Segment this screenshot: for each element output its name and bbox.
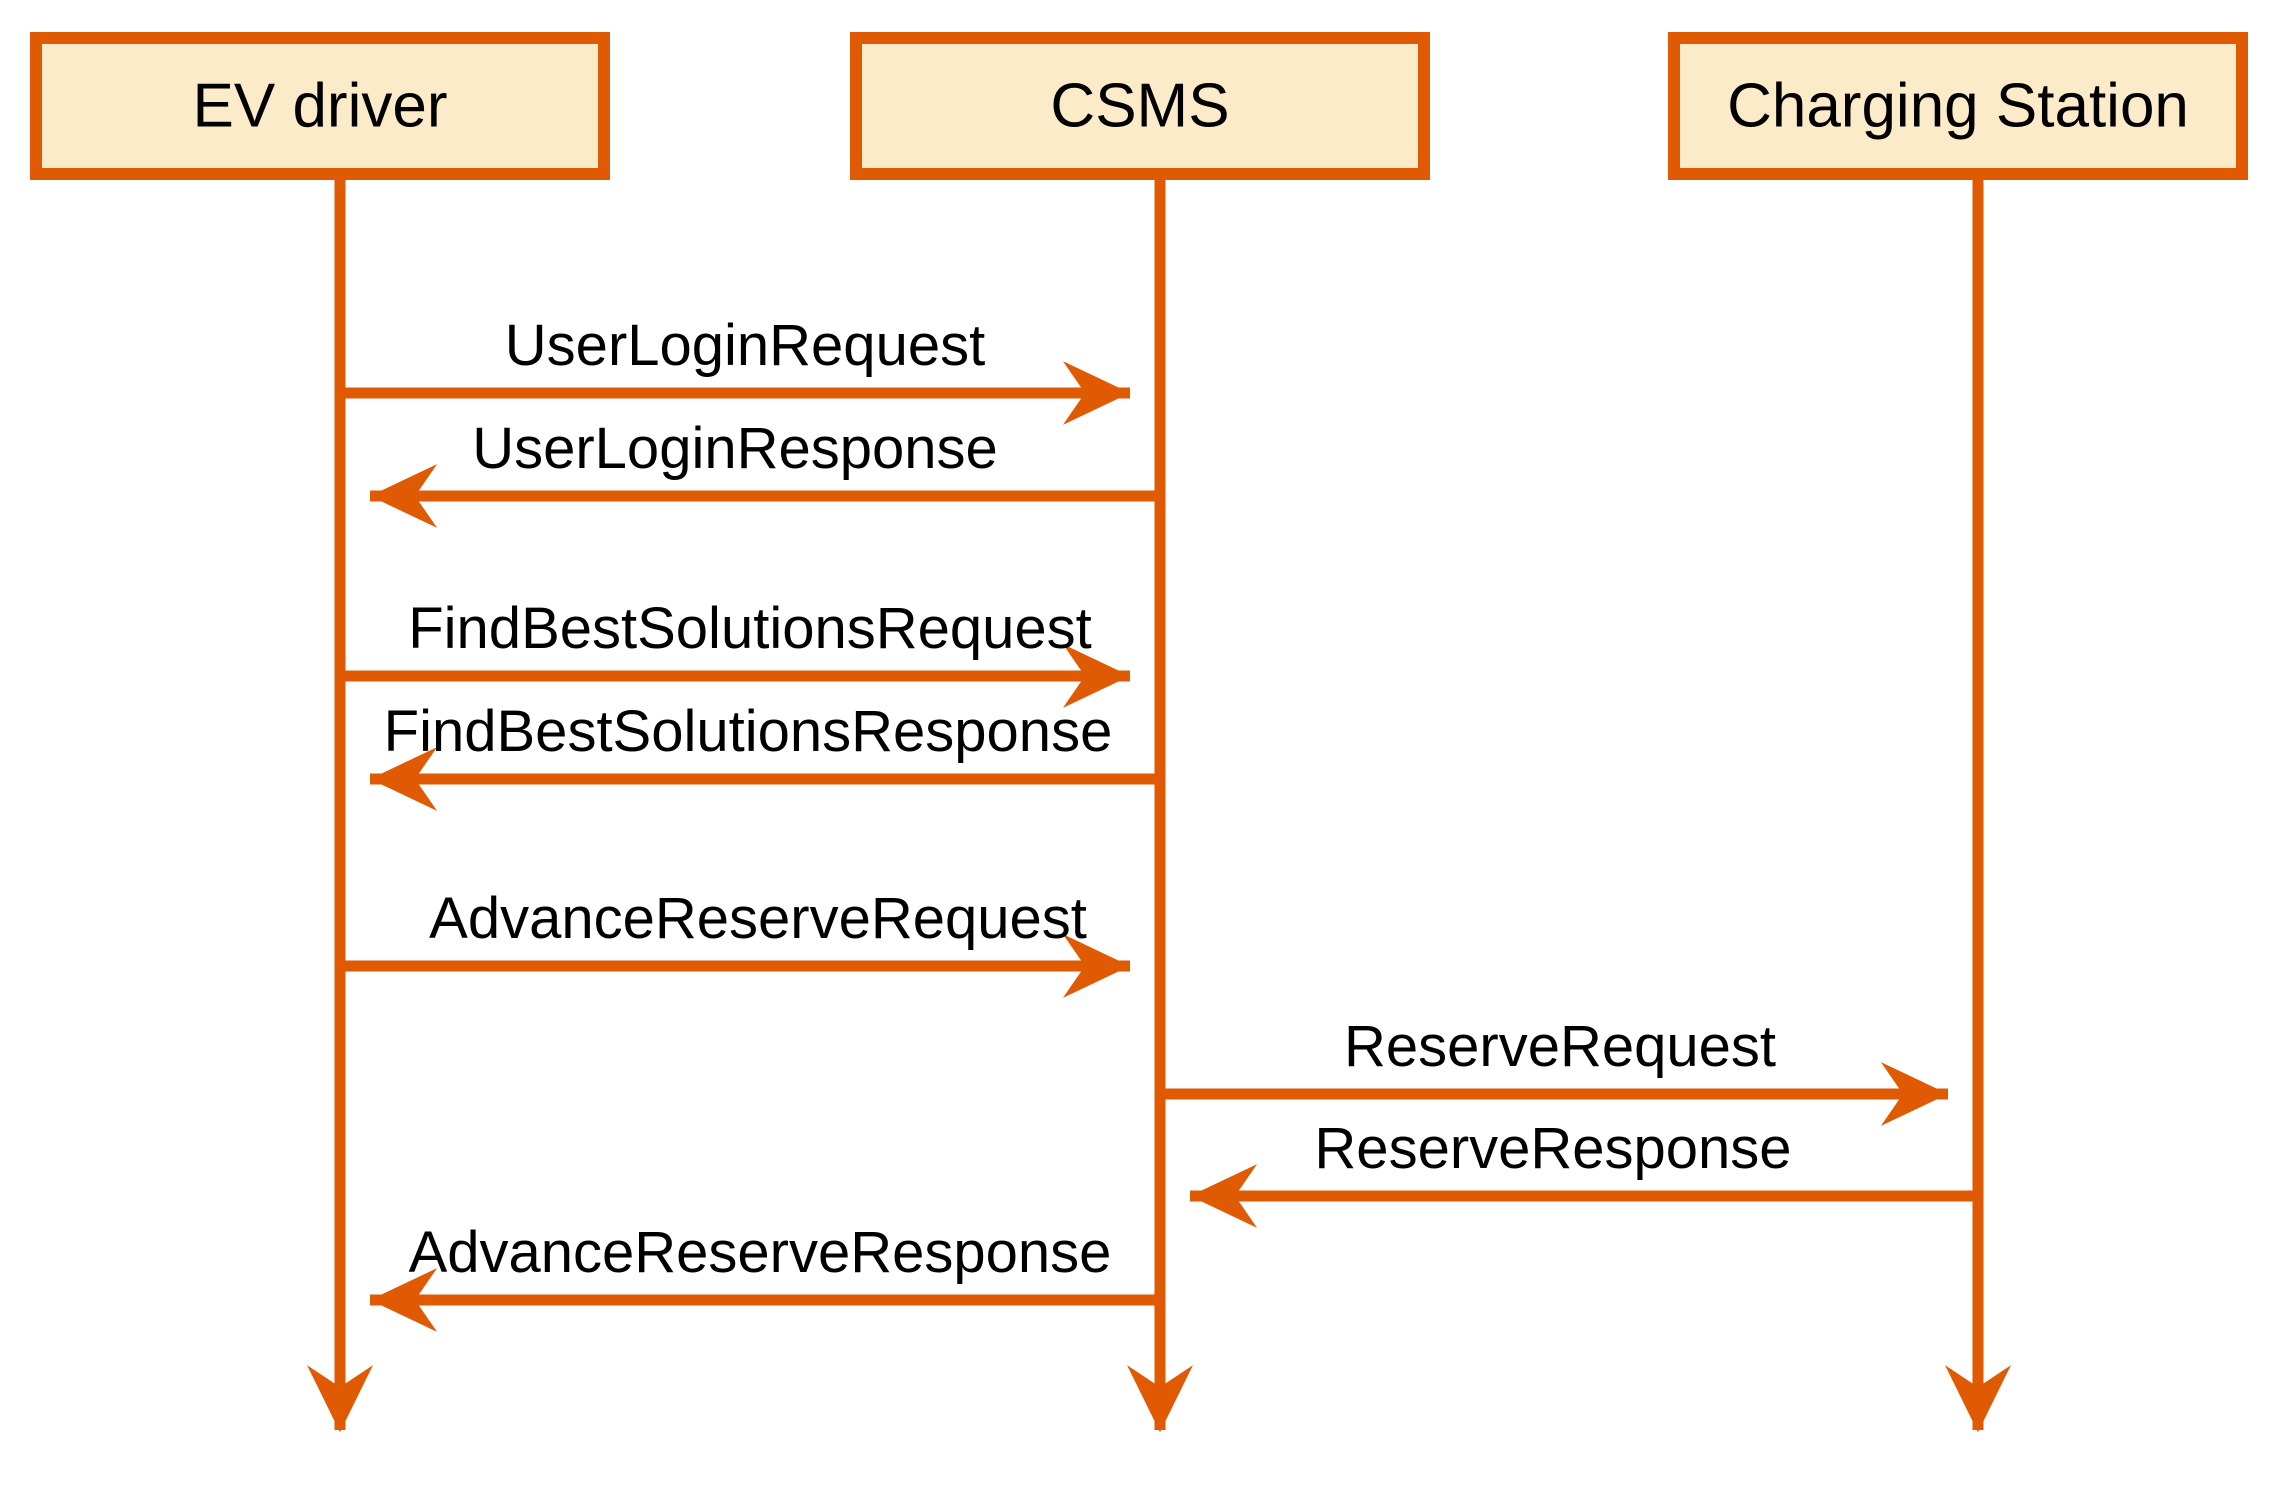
actor-label: Charging Station bbox=[1727, 71, 2189, 140]
actor-box bbox=[1668, 32, 2248, 180]
message-label: UserLoginResponse bbox=[472, 416, 998, 481]
message-label: AdvanceReserveRequest bbox=[429, 886, 1087, 951]
message-label: FindBestSolutionsRequest bbox=[408, 596, 1092, 661]
message-reserverequest[interactable]: ReserveRequest bbox=[1160, 1014, 1948, 1126]
message-label: UserLoginRequest bbox=[505, 313, 985, 378]
actor-csms[interactable]: CSMS bbox=[850, 32, 1430, 180]
message-userloginrequest[interactable]: UserLoginRequest bbox=[340, 313, 1130, 425]
actor-label: CSMS bbox=[1050, 71, 1229, 140]
message-label: FindBestSolutionsResponse bbox=[384, 699, 1113, 764]
message-label: ReserveResponse bbox=[1314, 1116, 1791, 1181]
message-reserveresponse[interactable]: ReserveResponse bbox=[1190, 1116, 1978, 1228]
actor-label: EV driver bbox=[193, 71, 448, 140]
message-label: AdvanceReserveResponse bbox=[409, 1220, 1112, 1285]
message-advancereserveresponse[interactable]: AdvanceReserveResponse bbox=[370, 1220, 1160, 1332]
message-findbestsolutionsrequest[interactable]: FindBestSolutionsRequest bbox=[340, 596, 1130, 708]
actor-ev-driver[interactable]: EV driver bbox=[30, 32, 610, 180]
actors-group: EV driver CSMS Charging Station bbox=[30, 32, 2248, 180]
messages-group: UserLoginRequest UserLoginResponse FindB… bbox=[340, 313, 1978, 1332]
message-label: ReserveRequest bbox=[1344, 1014, 1776, 1079]
message-findbestsolutionsresponse[interactable]: FindBestSolutionsResponse bbox=[370, 699, 1160, 811]
actor-box bbox=[850, 32, 1430, 180]
actor-charging-station[interactable]: Charging Station bbox=[1668, 32, 2248, 180]
message-userloginresponse[interactable]: UserLoginResponse bbox=[370, 416, 1160, 528]
actor-box bbox=[30, 32, 610, 180]
message-advancereserverequest[interactable]: AdvanceReserveRequest bbox=[340, 886, 1130, 998]
